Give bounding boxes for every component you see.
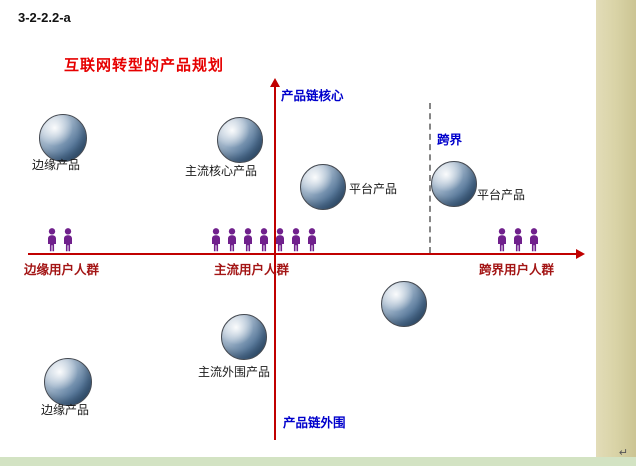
axis-arrow-up-icon: [270, 78, 280, 87]
person-icon: [64, 228, 72, 252]
return-mark: ↵: [618, 447, 628, 459]
product-sphere-unlabeled: [381, 281, 427, 327]
right-edge-strip: [596, 0, 636, 466]
user-group-label-mainstream: 主流用户人群: [214, 263, 290, 277]
user-group-crossover: [494, 227, 542, 253]
person-icon: [530, 228, 538, 252]
person-icon: [498, 228, 506, 252]
vertical-axis-line: [274, 86, 276, 440]
product-sphere-main-core: [217, 117, 263, 163]
person-icon: [48, 228, 56, 252]
slide-title: 互联网转型的产品规划: [64, 57, 225, 74]
user-group-edge: [44, 227, 76, 253]
bottom-edge-strip: [0, 457, 636, 466]
axis-label-chain-core: 产品链核心: [281, 89, 344, 103]
product-sphere-edge-bottom: [44, 358, 92, 406]
product-sphere-main-periphery: [221, 314, 267, 360]
product-sphere-platform-right: [431, 161, 477, 207]
person-icon: [260, 228, 268, 252]
person-icon: [514, 228, 522, 252]
axis-arrow-right-icon: [576, 249, 585, 259]
person-icon: [244, 228, 252, 252]
product-sphere-edge-top: [39, 114, 87, 162]
person-icon: [212, 228, 220, 252]
crossover-dashed-divider: [429, 103, 431, 253]
user-group-label-crossover: 跨界用户人群: [479, 263, 555, 277]
axis-label-chain-periphery: 产品链外围: [283, 416, 346, 430]
slide-code: 3-2-2.2-a: [18, 10, 71, 25]
person-icon: [292, 228, 300, 252]
user-group-label-edge: 边缘用户人群: [24, 263, 100, 277]
person-icon: [228, 228, 236, 252]
horizontal-axis-line: [28, 253, 578, 255]
person-icon: [276, 228, 284, 252]
person-icon: [308, 228, 316, 252]
product-label-main-periphery: 主流外围产品: [198, 365, 271, 379]
product-sphere-platform-left: [300, 164, 346, 210]
product-label-main-core: 主流核心产品: [185, 164, 258, 178]
product-label-edge-top: 边缘产品: [32, 158, 81, 172]
product-label-platform-right: 平台产品: [477, 188, 526, 202]
product-label-platform-left: 平台产品: [349, 182, 398, 196]
product-label-edge-bottom: 边缘产品: [41, 403, 90, 417]
crossover-label: 跨界: [437, 133, 463, 147]
user-group-mainstream: [208, 227, 320, 253]
